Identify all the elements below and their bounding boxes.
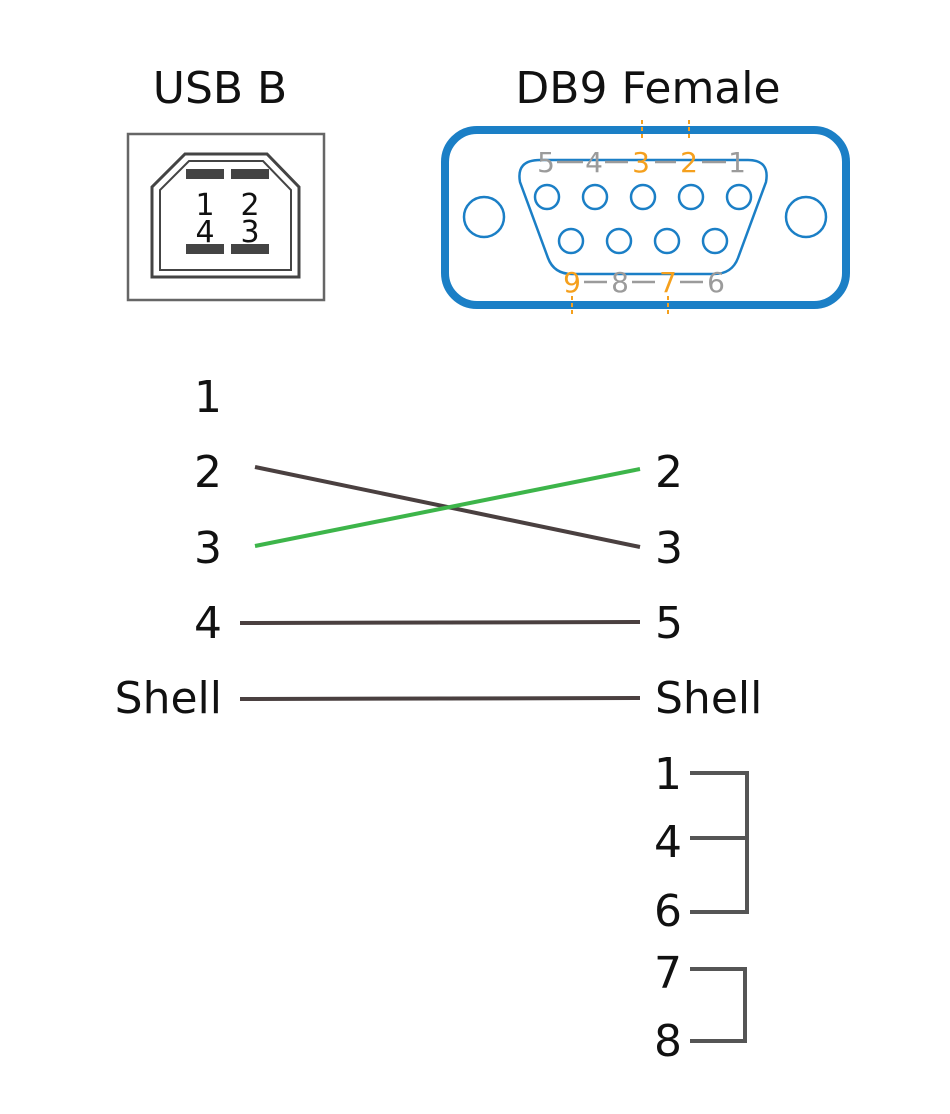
db9-pin-label: 8 bbox=[611, 266, 629, 299]
wire-shell-to-shell bbox=[239, 696, 641, 701]
wire-4-to-5 bbox=[239, 620, 641, 625]
db9-wire-label: Shell bbox=[655, 673, 762, 724]
db9-pin-hole bbox=[557, 227, 585, 255]
mounting-hole bbox=[462, 195, 506, 239]
loopback-bracket-1 bbox=[690, 771, 749, 914]
db9-pin-label-highlight: 9 bbox=[563, 266, 581, 299]
db9-pin-hole bbox=[677, 183, 705, 211]
loopback-pin-label: 8 bbox=[654, 1016, 682, 1067]
wire-3-to-2 bbox=[254, 467, 641, 548]
db9-pin-hole bbox=[725, 183, 753, 211]
usb-pin-label: 4 bbox=[195, 215, 214, 250]
mounting-hole bbox=[784, 195, 828, 239]
db9-pin-label-highlight: 2 bbox=[680, 146, 698, 179]
usb-pin-label: 3 bbox=[240, 215, 259, 250]
db9-pin-hole bbox=[581, 183, 609, 211]
db9-pin-label: 5 bbox=[537, 146, 555, 179]
db9-pin-hole bbox=[629, 183, 657, 211]
loopback-pin-label: 1 bbox=[654, 749, 682, 800]
usb-wire-label: 4 bbox=[194, 598, 222, 649]
db9-wire-label: 2 bbox=[655, 447, 683, 498]
db9-pin-hole bbox=[653, 227, 681, 255]
usb-pin-label: 1 bbox=[195, 188, 214, 223]
db9-pin-label-highlight: 3 bbox=[632, 146, 650, 179]
db9-title: DB9 Female bbox=[515, 63, 780, 114]
usb-wire-label: 3 bbox=[194, 523, 222, 574]
db9-pin-hole bbox=[701, 227, 729, 255]
db9-pin-hole bbox=[533, 183, 561, 211]
loopback-pin-label: 7 bbox=[654, 948, 682, 999]
usb-wire-label: Shell bbox=[115, 673, 222, 724]
usb-b-connector: 1 2 4 3 bbox=[126, 132, 326, 302]
loopback-bracket-2 bbox=[690, 967, 747, 1043]
db9-pin-hole bbox=[605, 227, 633, 255]
usb-b-title: USB B bbox=[153, 63, 288, 114]
db9-wire-label: 5 bbox=[655, 598, 683, 649]
db9-connector: 5 4 3 2 1 9 8 7 6 bbox=[441, 120, 850, 314]
usb-wire-label: 2 bbox=[194, 447, 222, 498]
usb-pin-label: 2 bbox=[240, 188, 259, 223]
loopback-pin-label: 6 bbox=[654, 886, 682, 937]
db9-pin-label: 6 bbox=[707, 266, 725, 299]
db9-pin-label: 1 bbox=[728, 146, 746, 179]
db9-wire-label: 3 bbox=[655, 523, 683, 574]
loopback-pin-label: 4 bbox=[654, 817, 682, 868]
usb-wire-label: 1 bbox=[194, 372, 222, 423]
db9-pin-label-highlight: 7 bbox=[659, 266, 677, 299]
db9-pin-label: 4 bbox=[585, 146, 603, 179]
